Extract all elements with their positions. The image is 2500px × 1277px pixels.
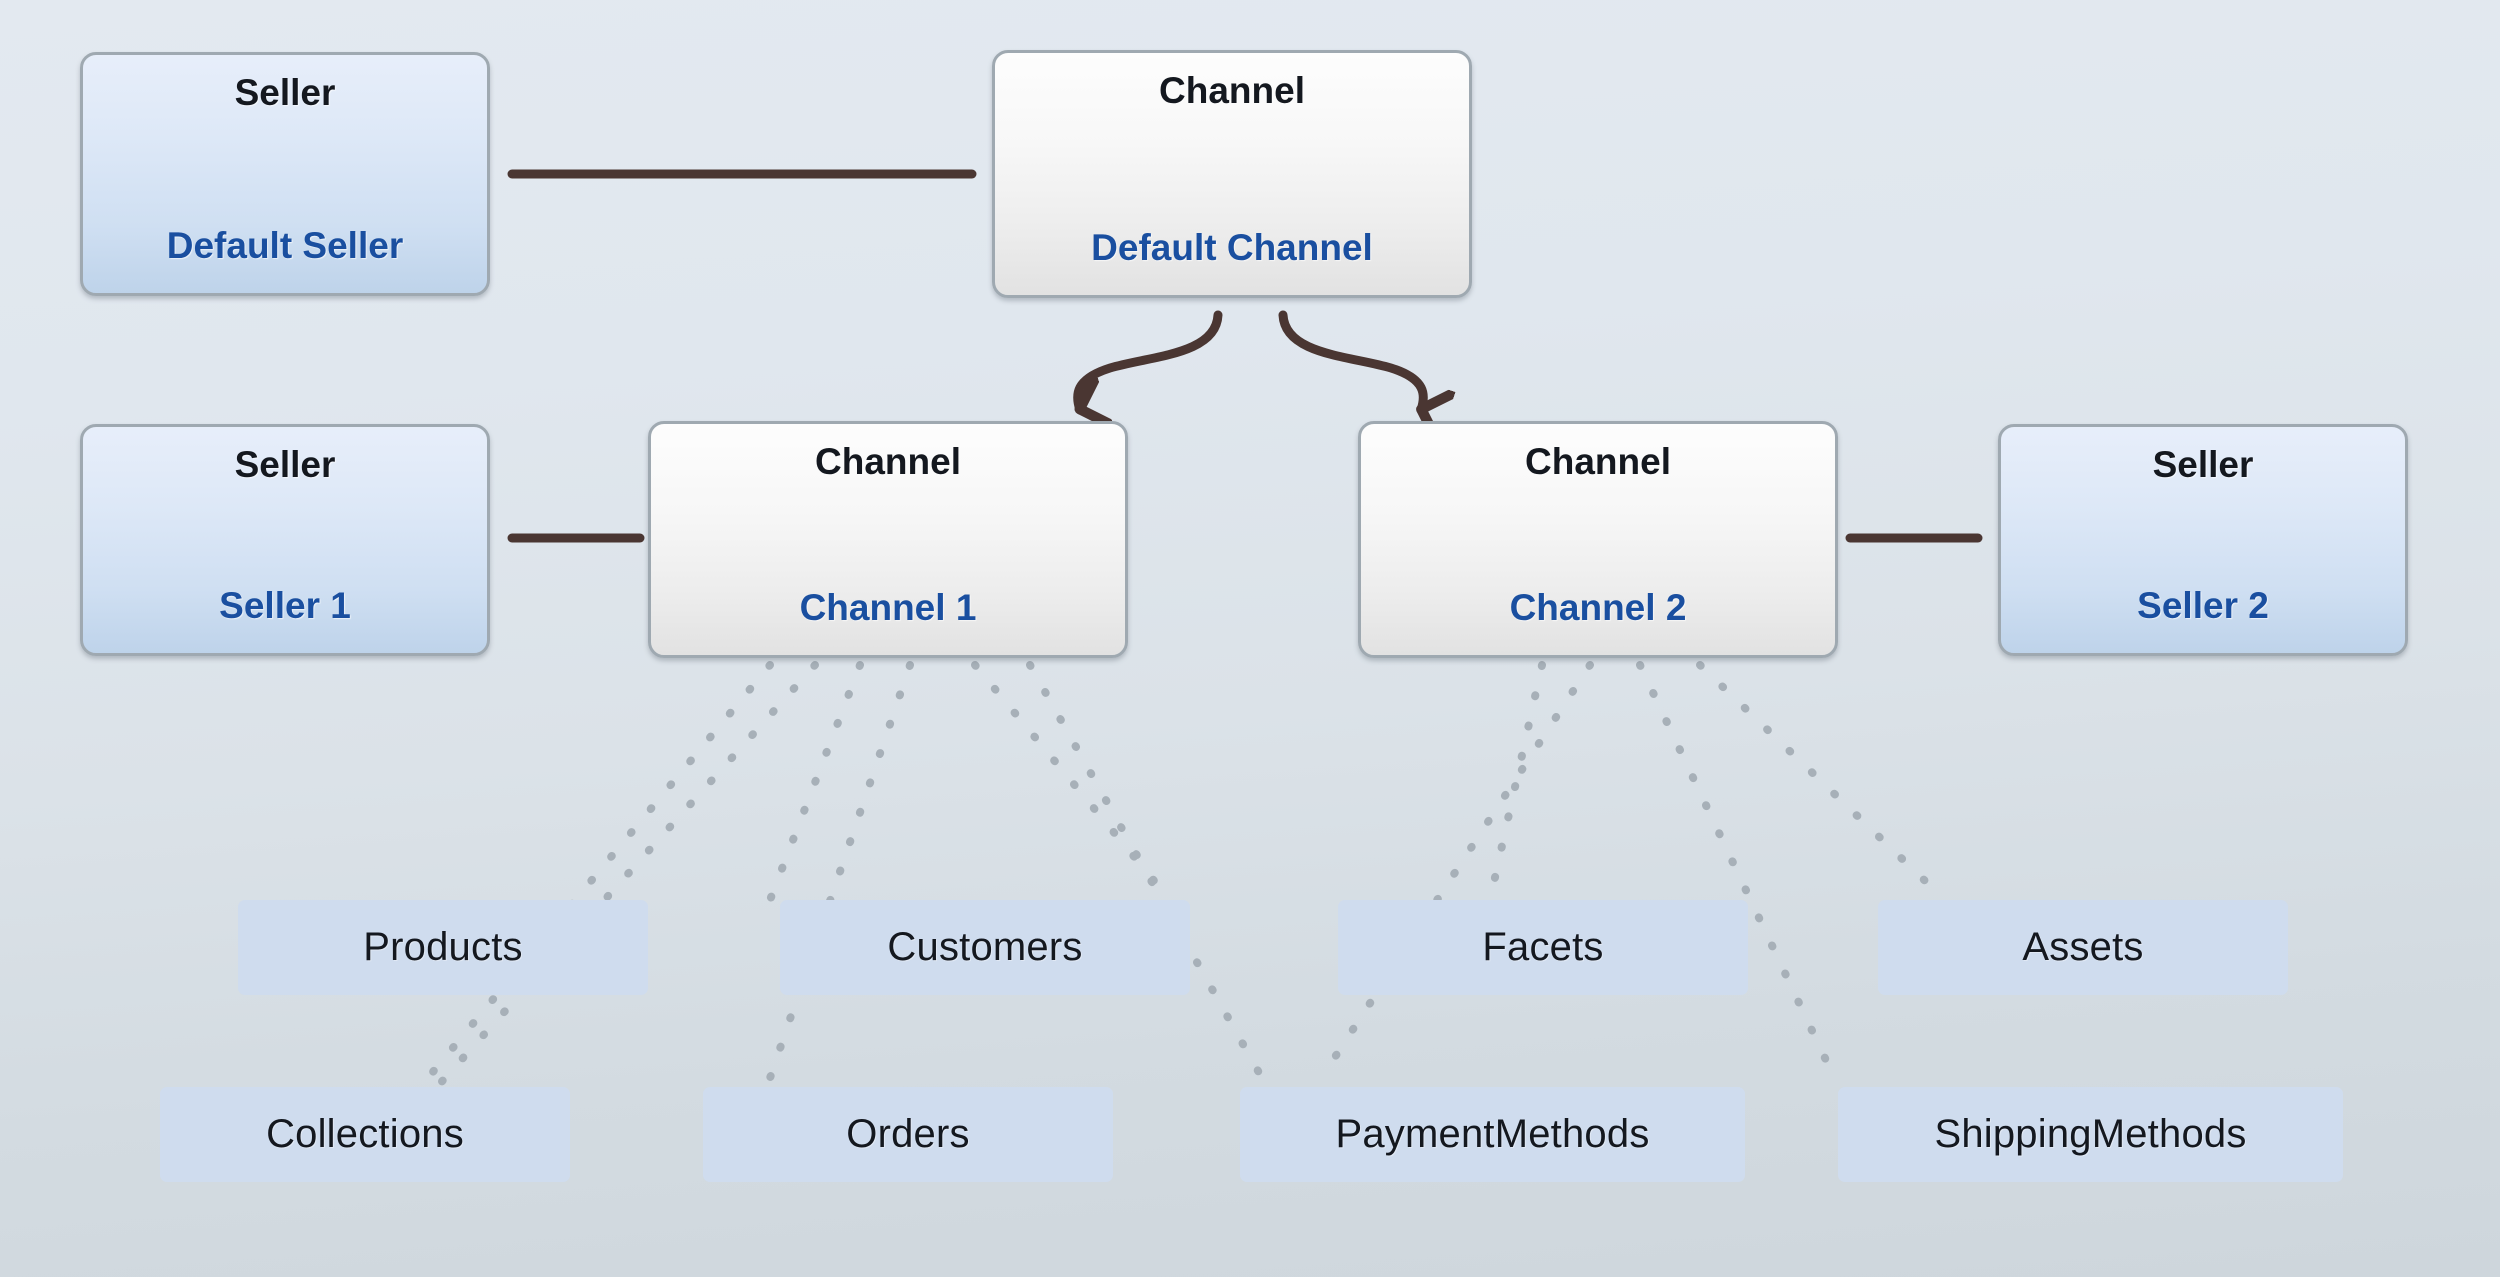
dotted-links-channel1 [424, 661, 1266, 1101]
node-seller-1[interactable]: Seller Seller 1 [80, 424, 490, 656]
arrow-default-channel-to-channel2 [1278, 310, 1423, 410]
entity-chip-label: PaymentMethods [1335, 1112, 1650, 1156]
node-name-label: Seller 1 [219, 585, 351, 627]
node-type-label: Seller [2152, 444, 2254, 485]
node-name-label: Channel 2 [1509, 587, 1687, 629]
entity-chip-products[interactable]: Products [238, 900, 648, 995]
dotted-channel1-orders [766, 661, 914, 1082]
node-type-label: Channel [1525, 441, 1671, 482]
entity-chip-label: Collections [266, 1112, 464, 1156]
node-seller-2[interactable]: Seller Seller 2 [1998, 424, 2408, 656]
node-channel-2[interactable]: Channel Channel 2 [1358, 421, 1838, 658]
entity-chip-collections[interactable]: Collections [160, 1087, 570, 1182]
node-type-label: Channel [815, 441, 961, 482]
node-type-label: Seller [234, 72, 336, 113]
node-name-label: Channel 1 [799, 587, 977, 629]
dotted-channel1-products [428, 661, 774, 1077]
dotted-channel1-facets [971, 661, 1174, 904]
entity-chip-label: Customers [887, 925, 1083, 969]
entity-chip-facets[interactable]: Facets [1338, 900, 1748, 995]
dotted-channel1-collections [424, 661, 819, 1101]
entity-chip-orders[interactable]: Orders [703, 1087, 1113, 1182]
entity-chip-assets[interactable]: Assets [1878, 900, 2288, 995]
node-name-label: Seller 2 [2137, 585, 2269, 627]
arrow-default-channel-to-channel1 [1073, 310, 1223, 410]
node-default-channel[interactable]: Channel Default Channel [992, 50, 1472, 298]
dotted-channel2-facets [1486, 661, 1546, 904]
entity-chip-customers[interactable]: Customers [780, 900, 1190, 995]
entity-chip-label: ShippingMethods [1934, 1112, 2247, 1156]
node-type-label: Channel [1159, 70, 1305, 111]
entity-chip-label: Orders [846, 1112, 970, 1156]
node-name-label: Default Seller [166, 225, 404, 267]
entity-chip-label: Products [363, 925, 523, 969]
dotted-channel2-shippingmethods [1636, 661, 1836, 1077]
entity-chip-paymentmethods[interactable]: PaymentMethods [1240, 1087, 1745, 1182]
dotted-channel2-paymentmethods [1316, 661, 1594, 1084]
node-channel-1[interactable]: Channel Channel 1 [648, 421, 1128, 658]
node-default-seller[interactable]: Seller Default Seller [80, 52, 490, 296]
dotted-channel1-paymentmethods [1026, 661, 1266, 1082]
dotted-channel2-assets [1696, 661, 1949, 904]
dotted-links-channel2 [1316, 661, 1949, 1084]
dotted-channel1-customers [766, 661, 864, 904]
entity-chip-label: Facets [1482, 925, 1604, 969]
entity-chip-shippingmethods[interactable]: ShippingMethods [1838, 1087, 2343, 1182]
node-type-label: Seller [234, 444, 336, 485]
entity-chip-label: Assets [2022, 925, 2144, 969]
node-name-label: Default Channel [1091, 227, 1373, 269]
